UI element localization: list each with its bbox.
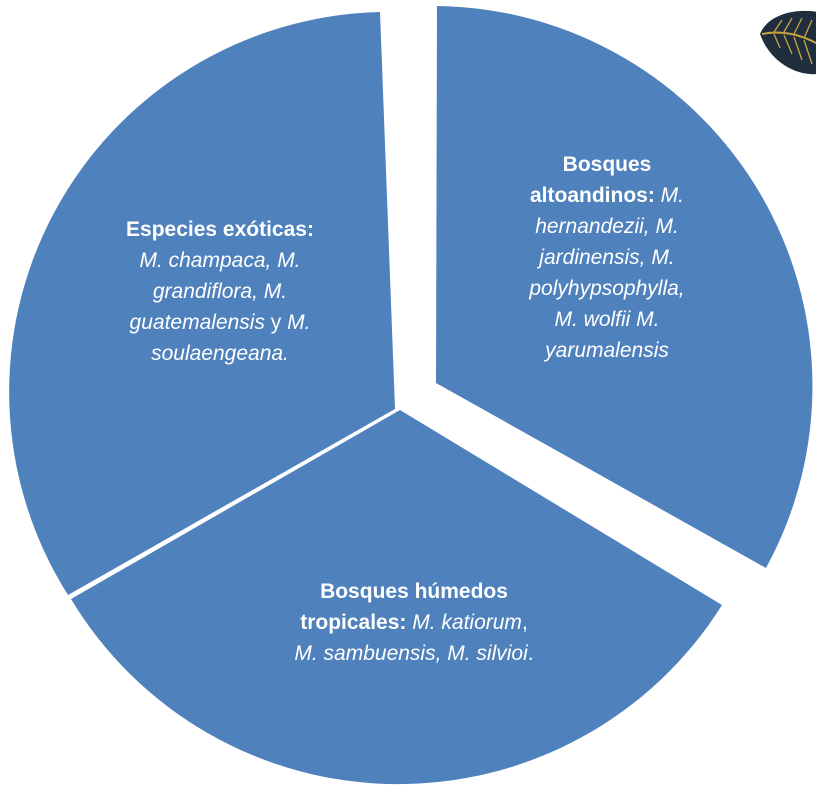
segment-right-shape [436, 6, 813, 568]
segment-high-andean-forests: Bosques altoandinos: M. hernandezii, M. … [472, 149, 742, 366]
leaf-midrib [761, 31, 816, 45]
segment-tropical-heading2: tropicales: [300, 611, 407, 634]
segment-exotic-line3-species: guatemalensis [129, 311, 265, 334]
magnolia-leaf-icon [760, 10, 816, 75]
segment-andean-line2-tail: M. [654, 184, 684, 207]
segment-exotic-line4: soulaengeana. [151, 342, 289, 365]
segment-exotic-line1: M. champaca, M. [139, 249, 301, 272]
segment-andean-heading1: Bosques [562, 153, 652, 176]
leaf-blade [760, 10, 816, 75]
segment-bottom-shape [71, 410, 722, 785]
segment-tropical-line2-tail: M. katiorum [406, 611, 522, 634]
segment-andean-line6: M. wolfii M. [554, 308, 660, 331]
segment-exotic-line3-conjunction: y [264, 311, 288, 334]
segment-andean-line3: hernandezii, M. [535, 215, 679, 238]
segment-andean-heading2: altoandinos: [529, 184, 655, 207]
segment-andean-line7: yarumalensis [545, 339, 669, 362]
segment-andean-line5: polyhypsophylla, [529, 277, 685, 300]
segment-tropical-line3: M. sambuensis, M. silvioi [294, 642, 528, 665]
segment-tropical-humid-forests: Bosques húmedos tropicales: M. katiorum,… [228, 576, 600, 669]
segment-tropical-line2-end: , [521, 611, 528, 634]
segment-exotic-line2: grandiflora, M. [152, 280, 288, 303]
segment-andean-line4: jardinensis, M. [539, 246, 675, 269]
segment-exotic-heading: Especies exóticas: [126, 218, 314, 241]
leaf-vein [773, 17, 813, 65]
segment-exotic-species: Especies exóticas: M. champaca, M. grand… [78, 214, 362, 369]
segment-tropical-line3-end: . [527, 642, 534, 665]
segment-left-shape [9, 12, 396, 595]
segment-exotic-line3-tail: M. [287, 311, 311, 334]
segment-tropical-heading1: Bosques húmedos [320, 580, 508, 603]
